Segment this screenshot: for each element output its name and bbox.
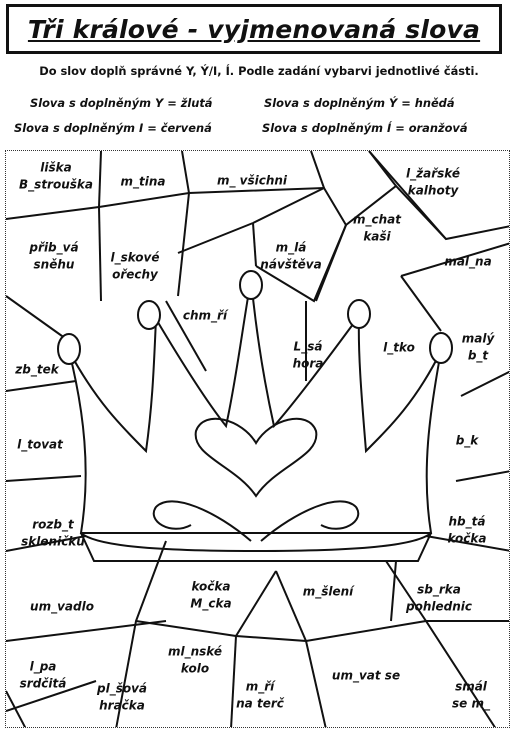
jewel-top — [239, 270, 263, 300]
region-line — [455, 470, 509, 482]
region-line — [315, 224, 347, 302]
word-cell: chm_ří — [182, 308, 228, 323]
region-line — [310, 151, 325, 189]
region-line — [6, 680, 97, 712]
crown-outline — [68, 278, 442, 534]
region-line — [275, 570, 307, 642]
word-cell: m_ všichni — [216, 173, 288, 188]
rule-y-long: Slova s doplněným Ý = hnědá — [264, 96, 455, 110]
region-line — [6, 535, 87, 552]
region-line — [181, 151, 190, 194]
jewel-inner-left — [137, 300, 161, 330]
word-cell: zb_tek — [15, 362, 59, 377]
region-line — [6, 380, 77, 392]
instructions-main: Do slov doplň správné Y, Ý/I, Í. Podle z… — [39, 64, 479, 78]
region-line — [255, 184, 509, 303]
region-line — [400, 275, 442, 332]
heart-shape — [194, 417, 318, 498]
jewel-inner-right — [347, 299, 371, 329]
word-cell: l_tko — [383, 340, 415, 355]
rule-i: Slova s doplněným I = červená — [14, 121, 212, 135]
word-cell: um_vat se — [331, 668, 401, 683]
region-line — [177, 192, 190, 297]
region-line — [98, 151, 102, 208]
region-line — [6, 690, 27, 727]
region-line — [400, 242, 509, 277]
region-line — [390, 560, 397, 622]
word-cell: b_k — [455, 433, 479, 448]
region-line — [177, 222, 254, 254]
page-title: Tři králové - vyjmenovaná slova — [27, 14, 481, 44]
word-cell: m_tina — [120, 174, 166, 189]
region-line — [425, 535, 509, 552]
region-line — [6, 295, 70, 342]
region-line — [252, 222, 257, 267]
region-line — [230, 635, 237, 727]
region-line — [385, 560, 509, 622]
word-cell: l_tovat — [17, 437, 63, 452]
region-line — [6, 620, 167, 642]
region-line — [98, 206, 102, 302]
word-cell: m_šlení — [302, 584, 354, 599]
scroll-right — [260, 500, 360, 542]
title-box: Tři králové - vyjmenovaná slova — [6, 4, 502, 54]
crown-band — [80, 532, 432, 553]
region-line — [252, 187, 325, 224]
region-line — [368, 151, 397, 187]
rule-y: Slova s doplněným Y = žlutá — [30, 96, 213, 110]
crown-drawing — [6, 151, 509, 727]
jewel-left — [57, 333, 81, 365]
region-line — [6, 475, 82, 482]
rule-i-long: Slova s doplněným Í = oranžová — [262, 121, 468, 135]
crown-base — [80, 532, 432, 562]
region-line — [460, 370, 509, 397]
scroll-left — [152, 500, 252, 542]
word-cell: mal_na — [444, 254, 492, 269]
region-line — [165, 300, 207, 372]
word-cell: um_vadlo — [30, 599, 94, 614]
jewel-right — [429, 332, 453, 364]
